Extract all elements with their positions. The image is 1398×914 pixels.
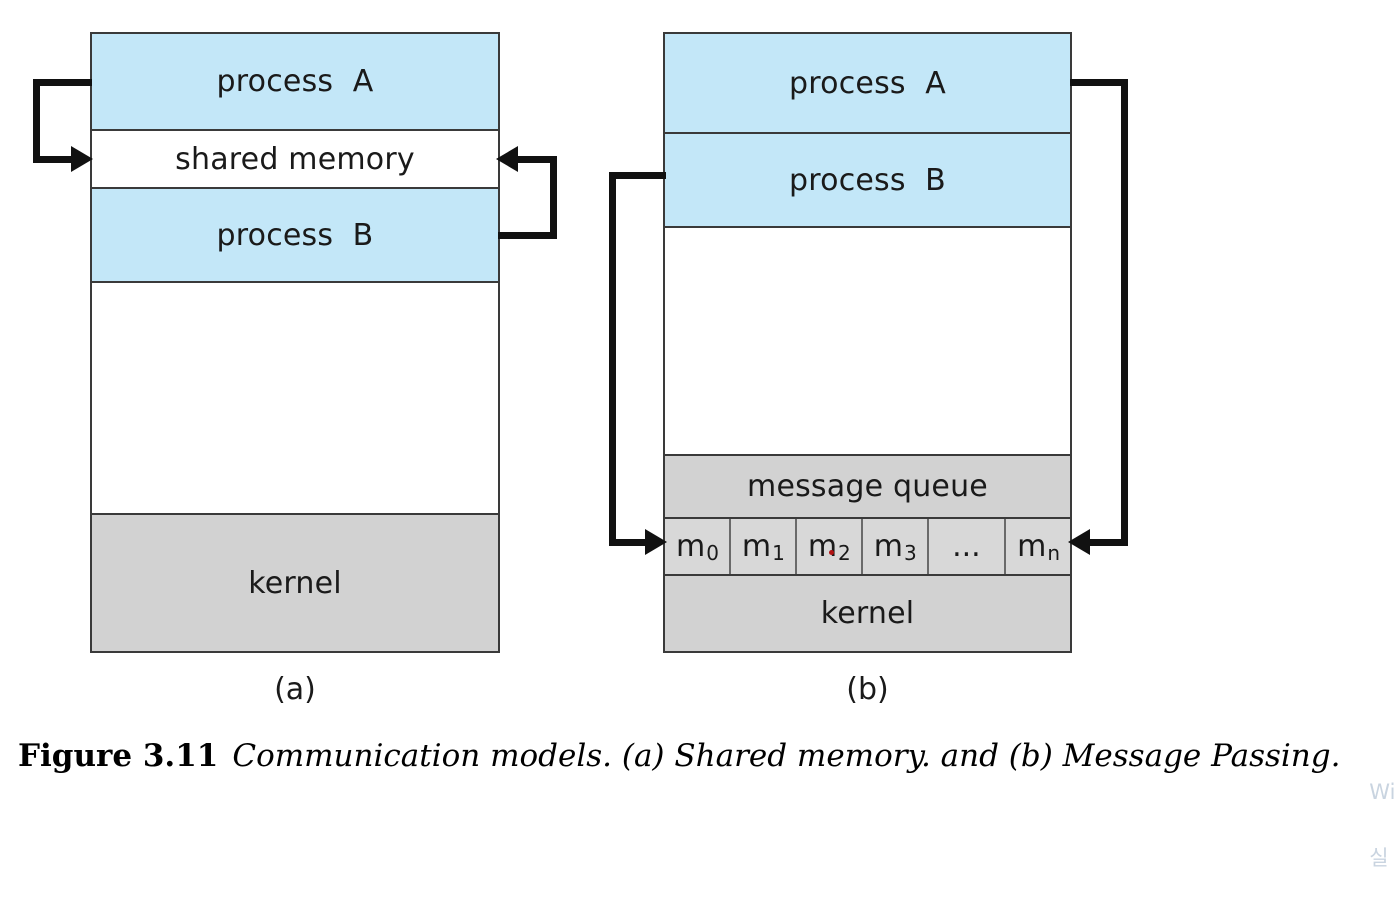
arrow-a1-head-icon (71, 146, 93, 172)
panel-a-diagram: process A shared memory process B kernel (90, 32, 500, 653)
arrow-a2-segment-bottom (498, 232, 557, 239)
panel-b-process-b-label: process B (789, 162, 946, 198)
panel-a-band-shared-memory: shared memory (92, 131, 498, 189)
message-cell-m2-sub: 2 (838, 540, 851, 565)
panel-b-band-process-a: process A (665, 34, 1070, 134)
arrow-b1-segment-vertical (609, 172, 616, 542)
panel-b-band-kernel: kernel (665, 576, 1070, 651)
figure-caption: Figure 3.11 Communication models. (a) Sha… (18, 738, 1388, 774)
arrow-a1-segment-top (33, 79, 92, 86)
message-cell-ellipsis[interactable]: ... (928, 519, 1007, 574)
panel-b-process-a-label: process A (789, 65, 946, 101)
cursor-artifact-dot (829, 550, 834, 555)
panel-b-band-empty (665, 228, 1070, 456)
panel-a-kernel-label: kernel (248, 565, 342, 601)
arrow-b1-head-icon (645, 529, 667, 555)
message-cell-m1-base: m (741, 529, 772, 564)
figure-caption-text: Communication models. (a) Shared memory.… (232, 738, 1341, 774)
panel-a-band-process-b: process B (92, 189, 498, 283)
arrow-a2-head-icon (496, 146, 518, 172)
figure-number: Figure 3.11 (18, 738, 219, 774)
panel-a-process-b-label: process B (216, 217, 374, 253)
message-cell-ellipsis-base: ... (952, 529, 981, 564)
message-cell-m3-sub: 3 (903, 540, 917, 565)
panel-b-band-message-queue: message queue (665, 456, 1070, 519)
panel-b-band-process-b: process B (665, 134, 1070, 228)
arrow-b1-segment-bottom (609, 539, 649, 546)
message-cell-m1-sub: 1 (772, 540, 785, 565)
message-cell-m2-base: m (807, 529, 838, 564)
arrow-b2-head-icon (1068, 529, 1090, 555)
panel-a-band-empty (92, 283, 498, 515)
watermark-line-1: Wi (1369, 780, 1396, 805)
panel-a-shared-memory-label: shared memory (175, 141, 415, 177)
arrow-b2-segment-bottom (1088, 539, 1128, 546)
message-cell-m3-base: m (873, 529, 903, 564)
arrow-a1-segment-bottom (33, 156, 75, 163)
panel-a-band-process-a: process A (92, 34, 498, 131)
arrow-b1-segment-top (609, 172, 666, 179)
panel-b-caption: (b) (846, 672, 889, 707)
arrow-a1-segment-vertical (33, 79, 40, 163)
watermark-line-2: 실 (1369, 846, 1389, 871)
panel-a-caption: (a) (274, 672, 316, 707)
figure-canvas: process A shared memory process B kernel… (18, 32, 1396, 869)
message-cell-mn-base: m (1017, 529, 1047, 564)
panel-a-process-a-label: process A (216, 64, 374, 99)
message-cell-m0-base: m (675, 529, 706, 564)
arrow-a2-segment-top (516, 156, 557, 163)
panel-b-message-queue-label: message queue (747, 469, 988, 504)
message-cell-mn-sub: n (1047, 540, 1061, 565)
arrow-a2-segment-vertical (550, 156, 557, 239)
panel-b-kernel-label: kernel (820, 596, 915, 631)
message-cell-m0-sub: 0 (706, 540, 719, 565)
panel-a-band-kernel: kernel (92, 515, 498, 651)
arrow-b2-segment-vertical (1121, 79, 1128, 542)
arrow-b2-segment-top (1070, 79, 1128, 86)
